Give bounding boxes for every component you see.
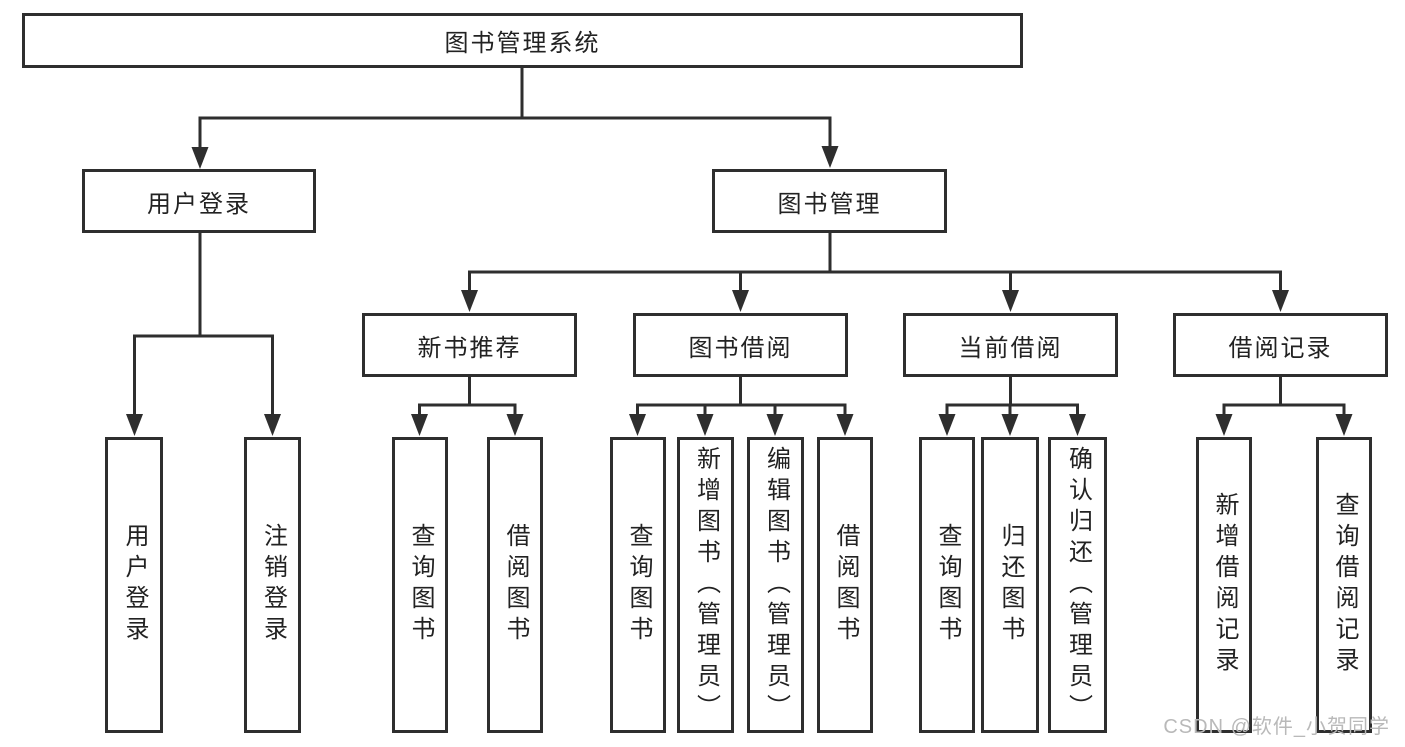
leaf-borrow-books: 借阅图书 [817,437,873,733]
arrowhead-group [126,146,1353,436]
leaf-query-books-current: 查询图书 [919,437,975,733]
node-new-book-recommendation: 新书推荐 [362,313,577,377]
leaf-confirm-return-admin: 确认归还（管理员） [1048,437,1107,733]
leaf-query-borrow-record: 查询借阅记录 [1316,437,1372,733]
leaf-borrow-books-recommend: 借阅图书 [487,437,543,733]
leaf-add-borrow-record: 新增借阅记录 [1196,437,1252,733]
leaf-query-books-borrow: 查询图书 [610,437,666,733]
leaf-return-books: 归还图书 [981,437,1039,733]
node-user-login: 用户登录 [82,169,316,233]
node-book-management: 图书管理 [712,169,947,233]
leaf-add-books-admin: 新增图书（管理员） [677,437,734,733]
node-library-management-system: 图书管理系统 [22,13,1023,68]
node-book-borrowing: 图书借阅 [633,313,848,377]
leaf-logout: 注销登录 [244,437,301,733]
leaf-edit-books-admin: 编辑图书（管理员） [747,437,804,733]
csdn-watermark: CSDN @软件_小贺同学 [1163,716,1390,738]
node-current-borrowing: 当前借阅 [903,313,1118,377]
leaf-query-books-recommend: 查询图书 [392,437,448,733]
leaf-user-login: 用户登录 [105,437,163,733]
node-borrowing-records: 借阅记录 [1173,313,1388,377]
